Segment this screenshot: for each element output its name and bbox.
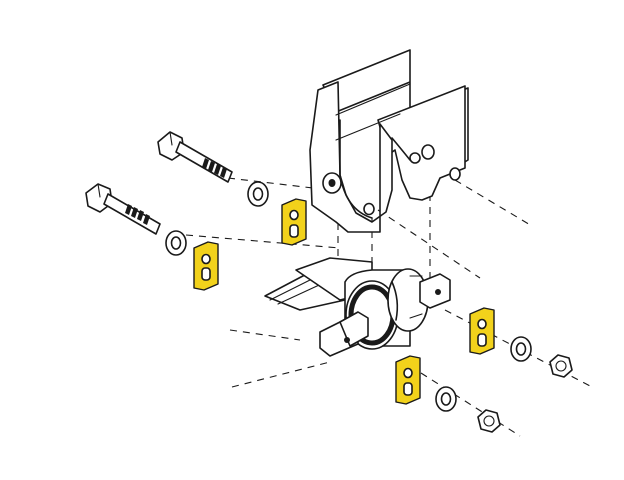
shim-upper	[281, 198, 307, 246]
washer-lower-left	[165, 230, 187, 256]
washer-upper-left	[247, 181, 269, 207]
washer-right	[510, 336, 532, 362]
shim-right-plate	[469, 307, 495, 355]
shim-bottom-plate	[395, 355, 421, 405]
shim-lower-left-plate	[193, 241, 219, 291]
spring-eye-bushing	[264, 257, 451, 357]
upper-bolt	[157, 131, 233, 183]
nut-right	[549, 354, 573, 378]
mounting-bracket	[309, 49, 469, 233]
washer-bottom	[435, 386, 457, 412]
lower-bolt	[85, 183, 161, 235]
shim-upper-plate	[281, 198, 307, 246]
shim-right	[469, 307, 495, 355]
nut-bottom	[477, 409, 501, 433]
shim-lower-left	[193, 241, 219, 291]
shim-bottom	[395, 355, 421, 405]
